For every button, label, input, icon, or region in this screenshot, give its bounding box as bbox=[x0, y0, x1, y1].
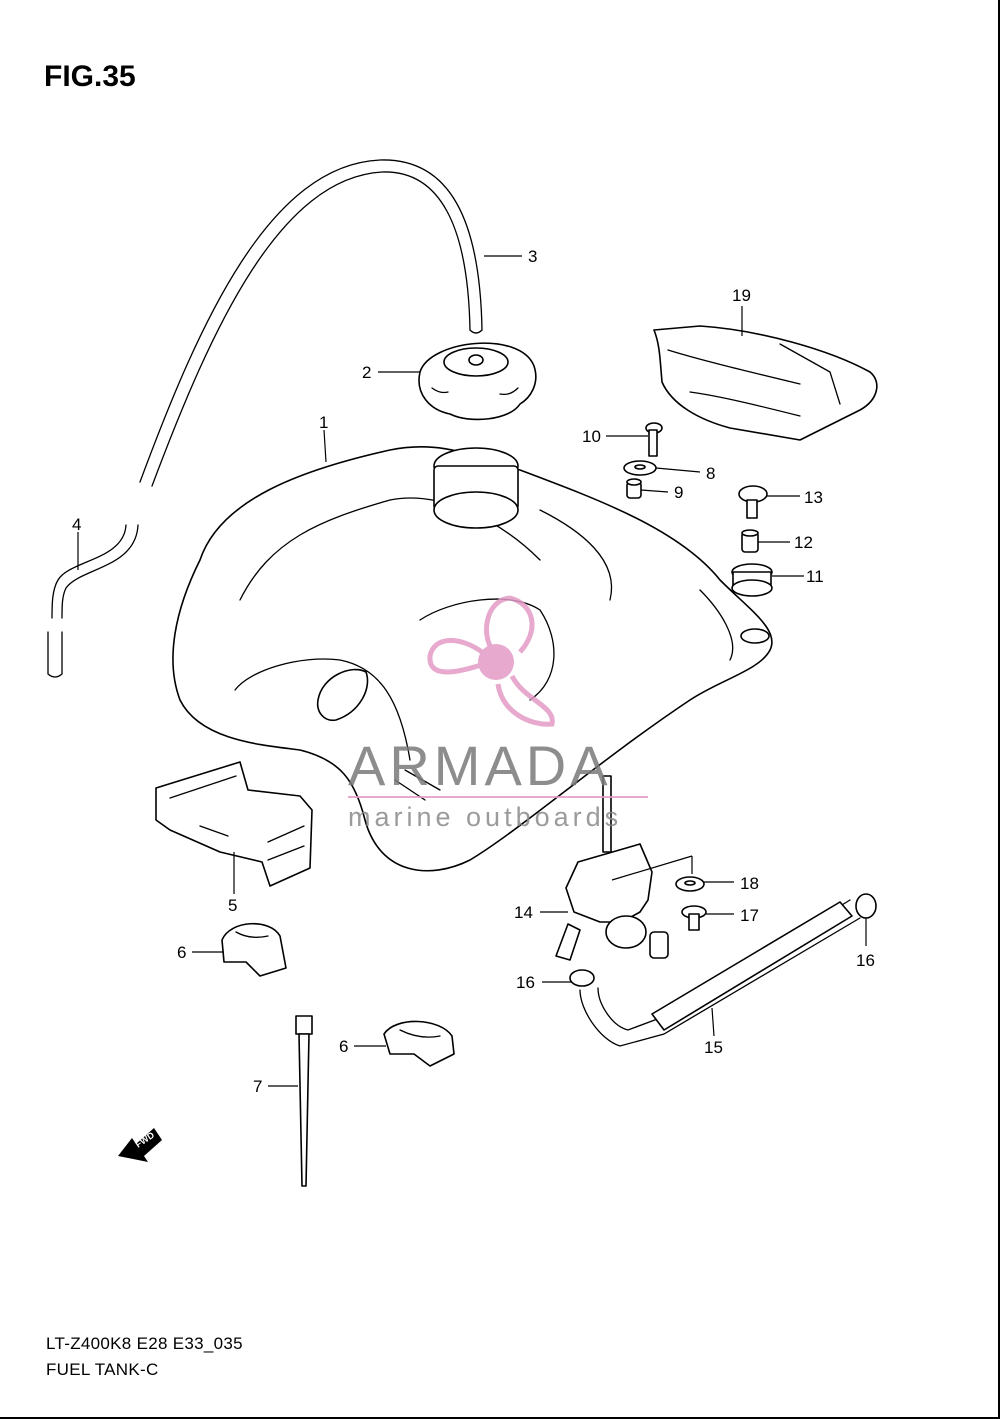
callout-10: 10 bbox=[582, 427, 601, 446]
callout-5: 5 bbox=[228, 896, 237, 915]
callout-2: 2 bbox=[362, 363, 371, 382]
model-code: LT-Z400K8 E28 E33_035 bbox=[46, 1334, 243, 1353]
callout-6a: 6 bbox=[177, 943, 186, 962]
watermark: ARMADA marine outboards bbox=[348, 595, 648, 832]
watermark-brand: ARMADA bbox=[348, 734, 612, 797]
bolt-13 bbox=[738, 485, 768, 519]
callout-18: 18 bbox=[740, 874, 759, 893]
clamp-6b bbox=[383, 1020, 455, 1067]
grommet-11 bbox=[731, 563, 773, 597]
propeller-logo-icon bbox=[427, 595, 555, 727]
fuel-hose-15 bbox=[579, 899, 861, 1047]
callout-7: 7 bbox=[253, 1077, 262, 1096]
callout-6b: 6 bbox=[339, 1037, 348, 1056]
watermark-tagline: marine outboards bbox=[348, 802, 622, 832]
callout-16a: 16 bbox=[516, 973, 535, 992]
collar-9 bbox=[626, 478, 642, 499]
callout-17: 17 bbox=[740, 906, 759, 925]
callout-9: 9 bbox=[674, 483, 683, 502]
callout-13: 13 bbox=[804, 488, 823, 507]
fuel-valve-14 bbox=[555, 775, 669, 961]
callout-4: 4 bbox=[72, 515, 81, 534]
callout-11: 11 bbox=[806, 567, 824, 586]
callout-14: 14 bbox=[514, 903, 533, 922]
tank-cover-19 bbox=[653, 325, 878, 441]
hose-clip-16a bbox=[569, 969, 595, 987]
figure-title: FIG.35 bbox=[44, 60, 136, 93]
fuel-cap-2 bbox=[418, 342, 537, 421]
callout-15: 15 bbox=[704, 1038, 723, 1057]
breather-hose-3 bbox=[139, 159, 483, 487]
cable-tie-7 bbox=[295, 1015, 313, 1187]
fuel-tank-1 bbox=[172, 445, 773, 872]
screw-10 bbox=[645, 422, 663, 457]
callout-16b: 16 bbox=[856, 951, 875, 970]
bolt-17 bbox=[681, 905, 707, 931]
callout-labels: 1 2 3 4 5 6 6 7 8 9 10 11 12 bbox=[72, 247, 875, 1096]
callout-12: 12 bbox=[794, 533, 813, 552]
callout-1: 1 bbox=[319, 413, 328, 432]
forward-arrow-icon: FWD bbox=[118, 1128, 162, 1162]
collar-12 bbox=[741, 529, 759, 553]
callout-3: 3 bbox=[528, 247, 537, 266]
clamp-6a bbox=[221, 922, 287, 977]
hose-clip-16b bbox=[855, 893, 877, 919]
callout-19: 19 bbox=[732, 286, 751, 305]
washer-18 bbox=[675, 876, 705, 892]
figure-name: FUEL TANK-C bbox=[46, 1360, 159, 1379]
hose-4 bbox=[47, 524, 139, 678]
bracket-5 bbox=[155, 761, 313, 887]
washer-8 bbox=[623, 460, 657, 476]
callout-8: 8 bbox=[706, 464, 715, 483]
